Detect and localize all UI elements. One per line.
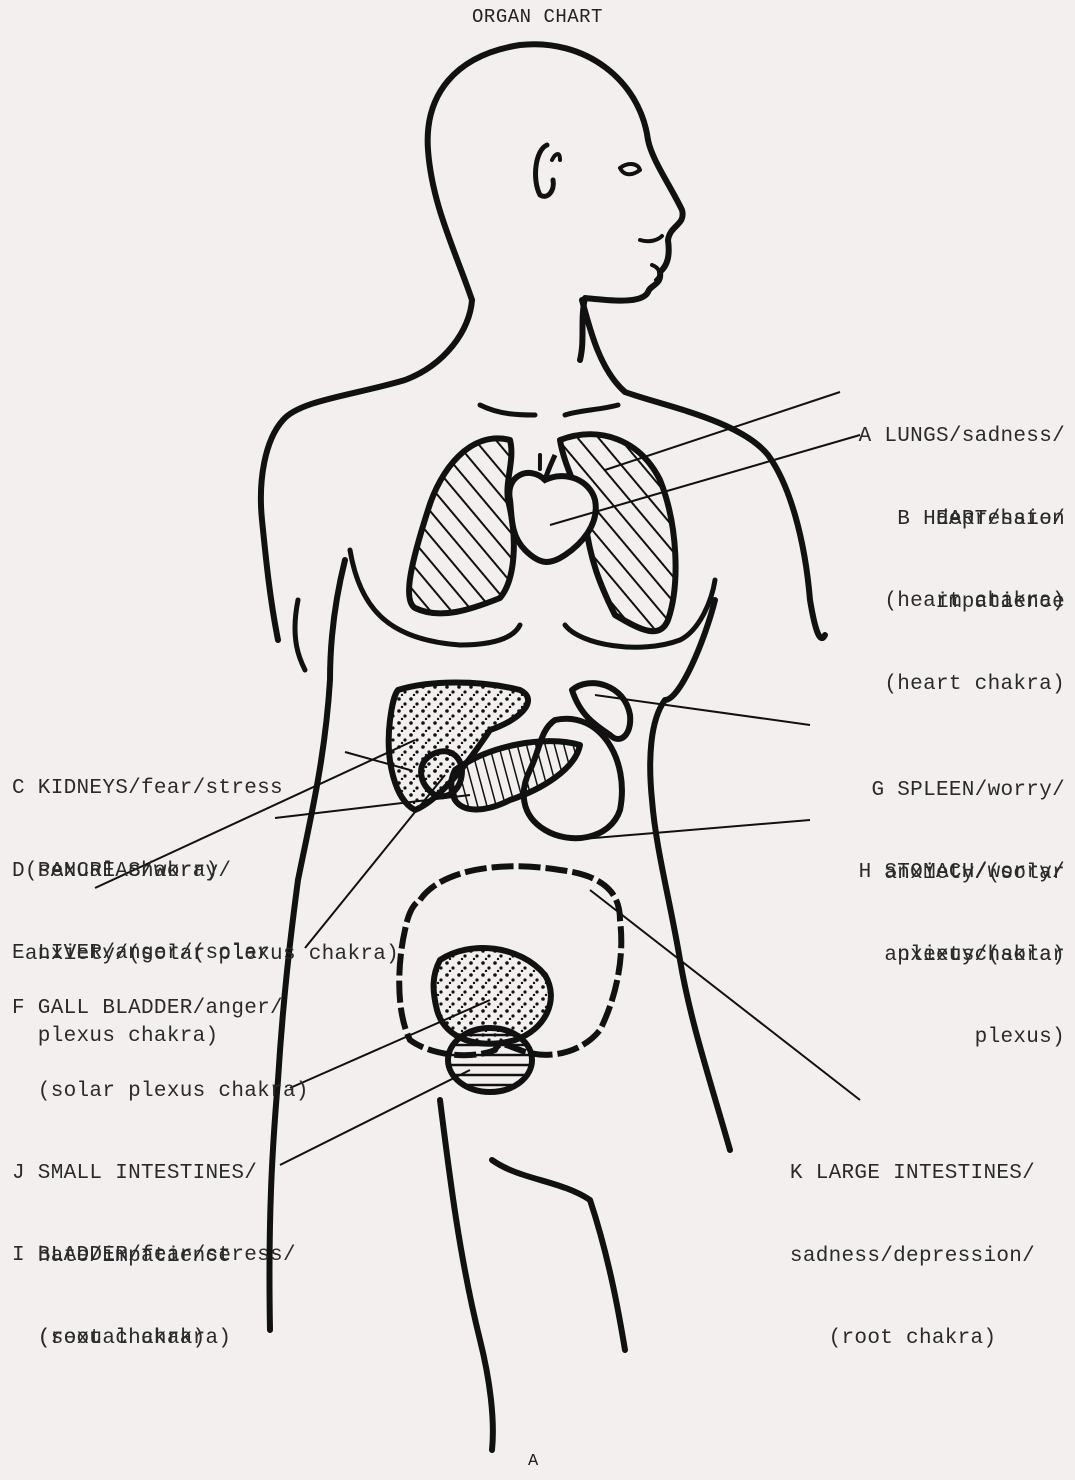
- label-bladder-line2: (sexual chakra): [12, 1325, 296, 1353]
- eye: [620, 164, 640, 174]
- ear-outline: [536, 145, 554, 196]
- label-large-intestines-line1: K LARGE INTESTINES/: [755, 1160, 1070, 1188]
- label-heart-line2: impatience: [790, 589, 1065, 617]
- label-stomach-line1: H STOMACH/worry/: [790, 859, 1065, 887]
- label-stomach-line2: anxiety/(solar: [790, 942, 1065, 970]
- left-leg: [440, 1100, 493, 1450]
- label-bladder: I BLADDER/fear/stress/ (sexual chakra): [12, 1187, 296, 1380]
- left-lung: [409, 438, 514, 613]
- label-bladder-line1: I BLADDER/fear/stress/: [12, 1242, 296, 1270]
- label-heart: B HEART/hate/ impatience (heart chakra): [790, 451, 1065, 726]
- label-heart-line1: B HEART/hate/: [790, 506, 1065, 534]
- label-stomach-line3: plexus): [790, 1024, 1065, 1052]
- gall-bladder: [421, 751, 462, 796]
- label-large-intestines-line3: (root chakra): [755, 1325, 1070, 1353]
- heart: [509, 473, 595, 562]
- bladder: [448, 1028, 532, 1092]
- label-small-intestines-line1: J SMALL INTESTINES/: [12, 1160, 257, 1188]
- right-torso: [650, 600, 730, 1150]
- label-large-intestines: K LARGE INTESTINES/ sadness/depression/ …: [755, 1105, 1070, 1380]
- left-inner-arm: [295, 600, 305, 670]
- neck-right: [582, 300, 625, 392]
- label-gall-bladder-line2: (solar plexus chakra): [12, 1078, 309, 1106]
- label-kidneys-line1: C KIDNEYS/fear/stress: [12, 775, 283, 803]
- head-outline: [428, 44, 683, 360]
- label-large-intestines-line2: sadness/depression/: [755, 1243, 1070, 1271]
- label-spleen-line1: G SPLEEN/worry/: [790, 777, 1065, 805]
- label-pancreas-line1: D PANCREAS/worry/: [12, 858, 399, 886]
- label-stomach: H STOMACH/worry/ anxiety/(solar plexus): [790, 804, 1065, 1079]
- label-lungs-line1: A LUNGS/sadness/: [790, 423, 1065, 451]
- page-letter: A: [528, 1452, 538, 1471]
- label-heart-line3: (heart chakra): [790, 671, 1065, 699]
- inner-leg: [492, 1160, 625, 1350]
- label-gall-bladder-line1: F GALL BLADDER/anger/: [12, 995, 309, 1023]
- label-gall-bladder: F GALL BLADDER/anger/ (solar plexus chak…: [12, 940, 309, 1133]
